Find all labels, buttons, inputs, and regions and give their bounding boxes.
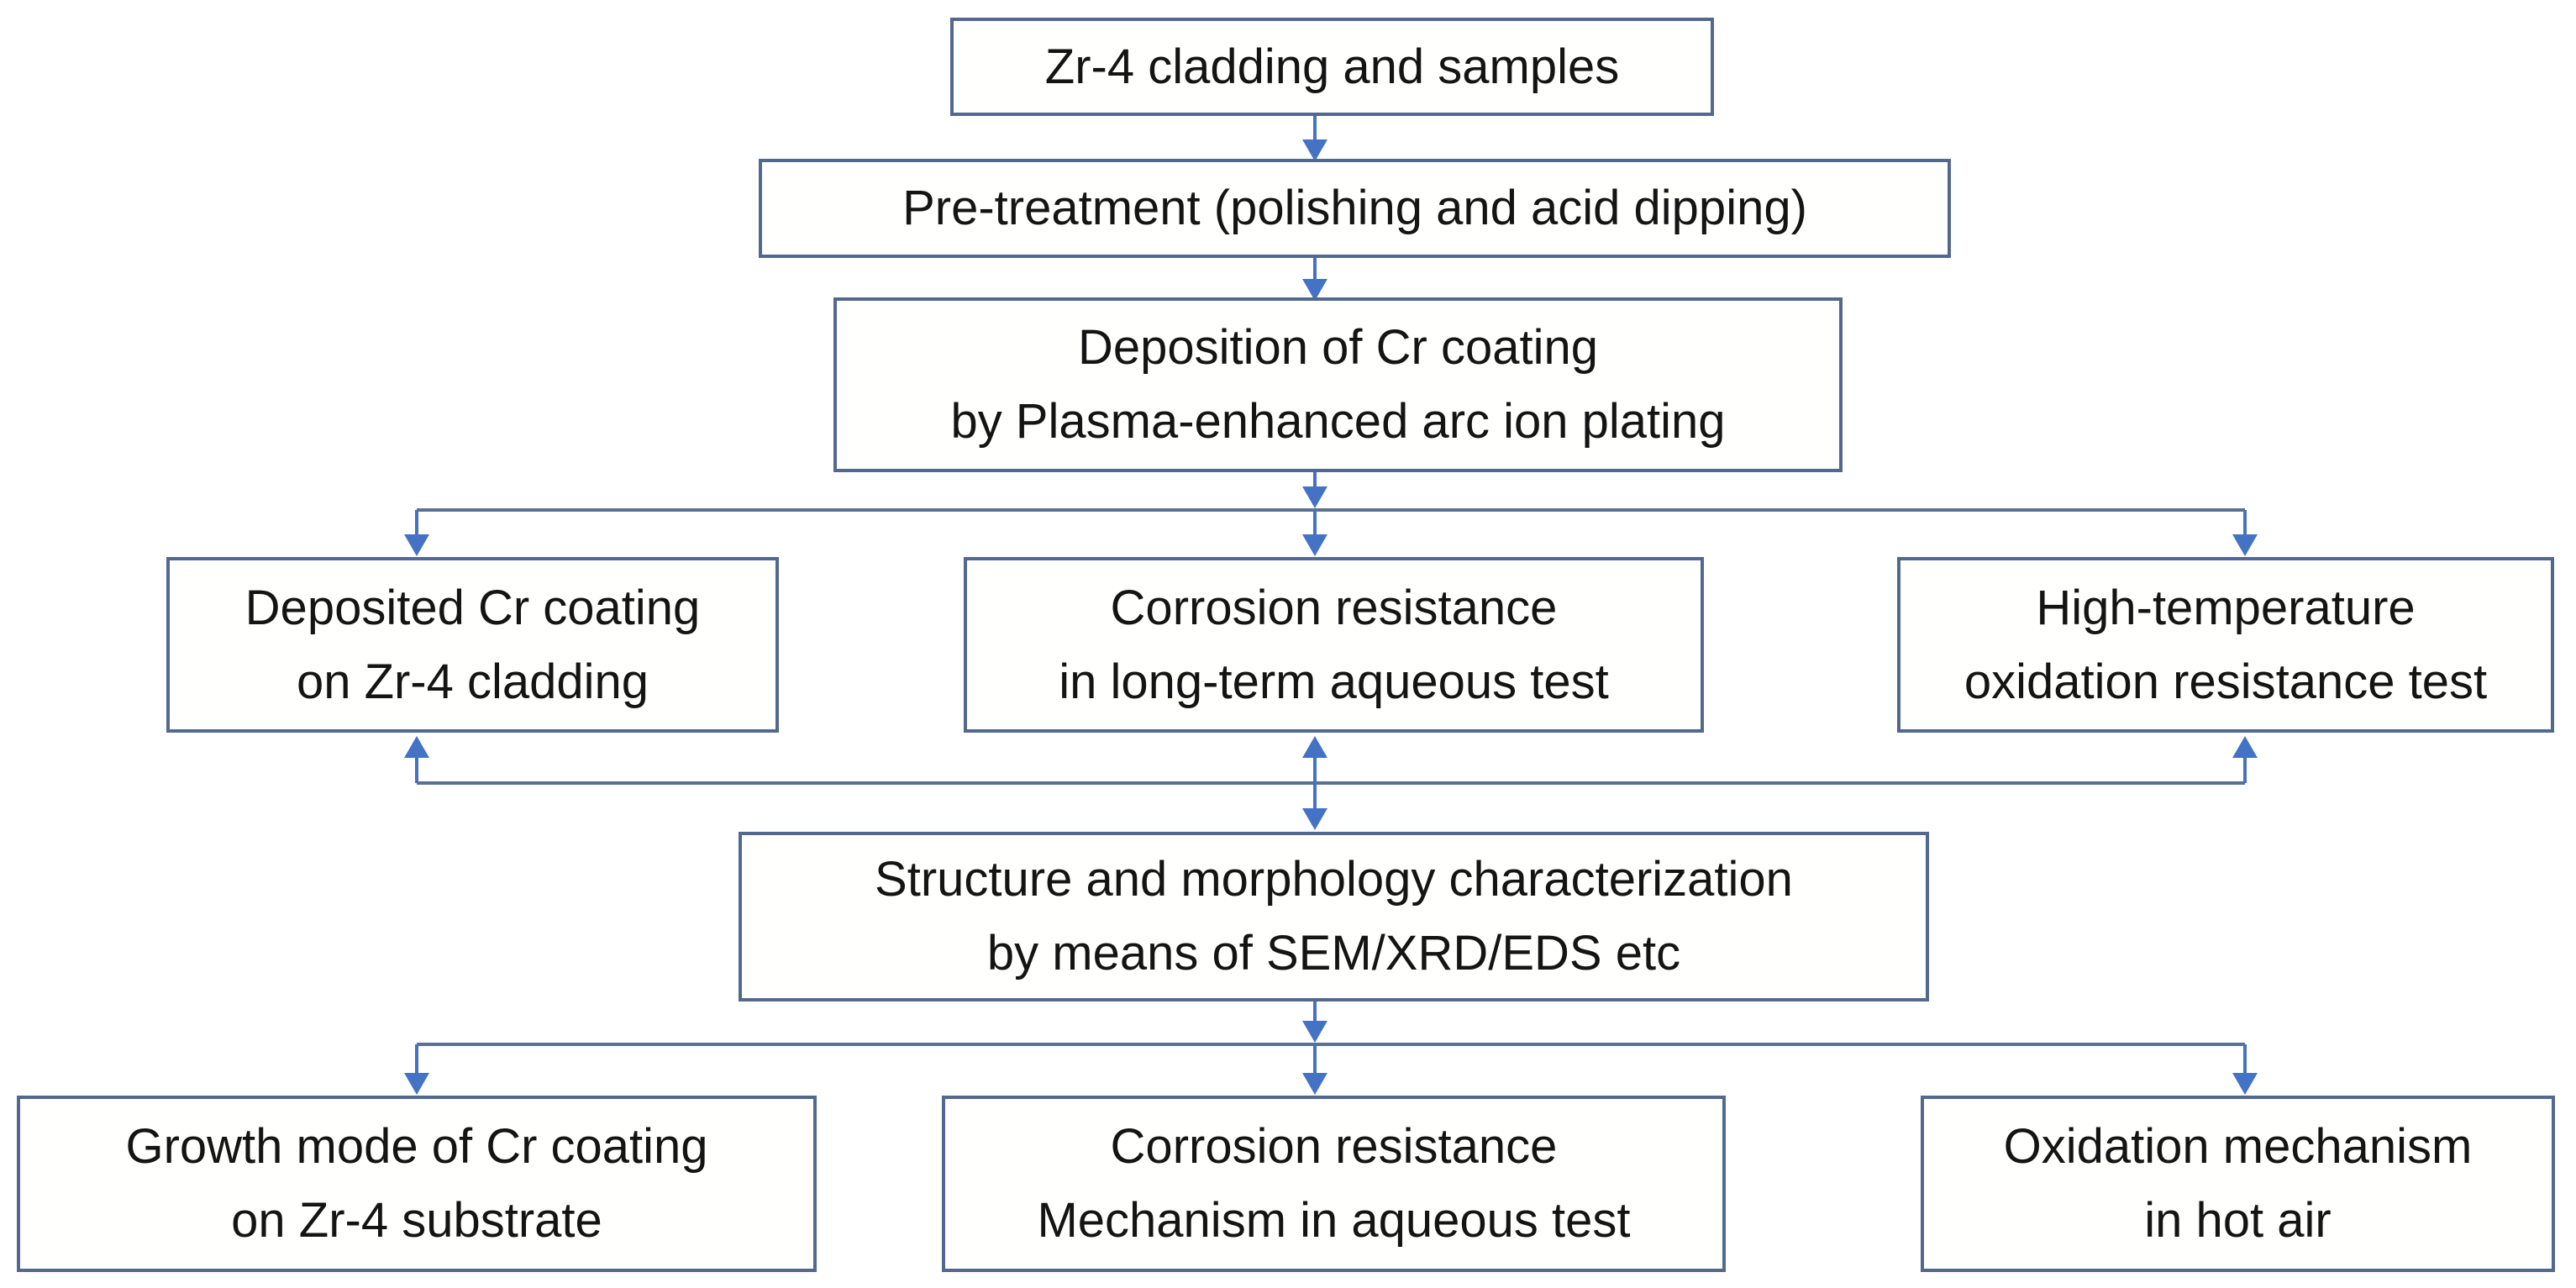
box-line: in hot air bbox=[2144, 1193, 2332, 1248]
box-oxidation-mechanism: Oxidation mechanism in hot air bbox=[1921, 1096, 2555, 1272]
connector-branch-to-deposited-coating bbox=[404, 510, 429, 556]
connector-branch-to-corrosion-test bbox=[1302, 510, 1327, 556]
box-line: Growth mode of Cr coating bbox=[125, 1119, 708, 1174]
connector-feedback-to-deposited-coating bbox=[404, 736, 429, 783]
box-pre-treatment: Pre-treatment (polishing and acid dippin… bbox=[759, 159, 1951, 258]
box-line: oxidation resistance test bbox=[1964, 654, 2488, 709]
arrow-down-icon bbox=[2232, 1073, 2258, 1095]
connector-deposition-to-branch bbox=[1302, 472, 1327, 508]
arrow-down-icon bbox=[404, 1073, 429, 1095]
box-line: High-temperature bbox=[2036, 580, 2416, 635]
box-deposited-cr-coating: Deposited Cr coating on Zr-4 cladding bbox=[166, 557, 779, 733]
connector-branch-to-oxidation-mechanism bbox=[2232, 1044, 2258, 1095]
connector-pretreatment-to-deposition bbox=[1302, 258, 1327, 301]
box-line: on Zr-4 cladding bbox=[296, 654, 649, 709]
box-line: in long-term aqueous test bbox=[1059, 654, 1609, 709]
arrow-up-icon bbox=[404, 736, 429, 758]
box-zr4-cladding-samples: Zr-4 cladding and samples bbox=[950, 18, 1714, 116]
arrow-down-icon bbox=[1302, 279, 1327, 301]
connector-feedback-to-oxidation-test bbox=[2232, 736, 2258, 783]
arrow-up-icon bbox=[2232, 736, 2258, 758]
arrow-down-icon bbox=[1302, 486, 1327, 508]
box-line: Oxidation mechanism bbox=[2003, 1119, 2473, 1174]
box-line: Corrosion resistance bbox=[1110, 580, 1558, 635]
arrow-down-icon bbox=[1302, 139, 1327, 161]
box-line: Mechanism in aqueous test bbox=[1037, 1193, 1631, 1248]
connector-samples-to-pretreatment bbox=[1302, 116, 1327, 161]
box-line: Structure and morphology characterizatio… bbox=[875, 852, 1793, 907]
box-corrosion-resistance-test: Corrosion resistance in long-term aqueou… bbox=[964, 557, 1704, 733]
box-line: Deposited Cr coating bbox=[244, 580, 701, 635]
box-line: Corrosion resistance bbox=[1110, 1119, 1558, 1174]
arrow-down-icon bbox=[1302, 1073, 1327, 1095]
box-line: Deposition of Cr coating bbox=[1078, 320, 1598, 375]
arrow-down-icon bbox=[1302, 808, 1327, 830]
box-deposition-cr-coating: Deposition of Cr coating by Plasma-enhan… bbox=[833, 297, 1843, 472]
connector-branch-to-corrosion-mechanism bbox=[1302, 1044, 1327, 1095]
connector-corrosion-test-characterization bbox=[1302, 736, 1327, 830]
arrow-down-icon bbox=[404, 534, 429, 556]
box-line: Pre-treatment (polishing and acid dippin… bbox=[902, 181, 1807, 235]
connector-characterization-to-branch bbox=[1302, 1001, 1327, 1043]
connector-branch-to-growth-mode bbox=[404, 1044, 429, 1095]
box-growth-mode: Growth mode of Cr coating on Zr-4 substr… bbox=[17, 1096, 817, 1272]
arrow-down-icon bbox=[1302, 1021, 1327, 1043]
box-high-temperature-oxidation-test: High-temperature oxidation resistance te… bbox=[1897, 557, 2554, 733]
box-line: Zr-4 cladding and samples bbox=[1044, 39, 1620, 94]
box-line: on Zr-4 substrate bbox=[231, 1193, 602, 1248]
arrow-down-icon bbox=[2232, 534, 2258, 556]
arrow-down-icon bbox=[1302, 534, 1327, 556]
box-corrosion-mechanism: Corrosion resistance Mechanism in aqueou… bbox=[942, 1096, 1726, 1272]
connector-branch-to-oxidation-test bbox=[2232, 510, 2258, 556]
box-structure-morphology-characterization: Structure and morphology characterizatio… bbox=[739, 832, 1929, 1001]
arrow-up-icon bbox=[1302, 736, 1327, 758]
box-line: by means of SEM/XRD/EDS etc bbox=[986, 926, 1681, 980]
box-line: by Plasma-enhanced arc ion plating bbox=[950, 394, 1726, 449]
